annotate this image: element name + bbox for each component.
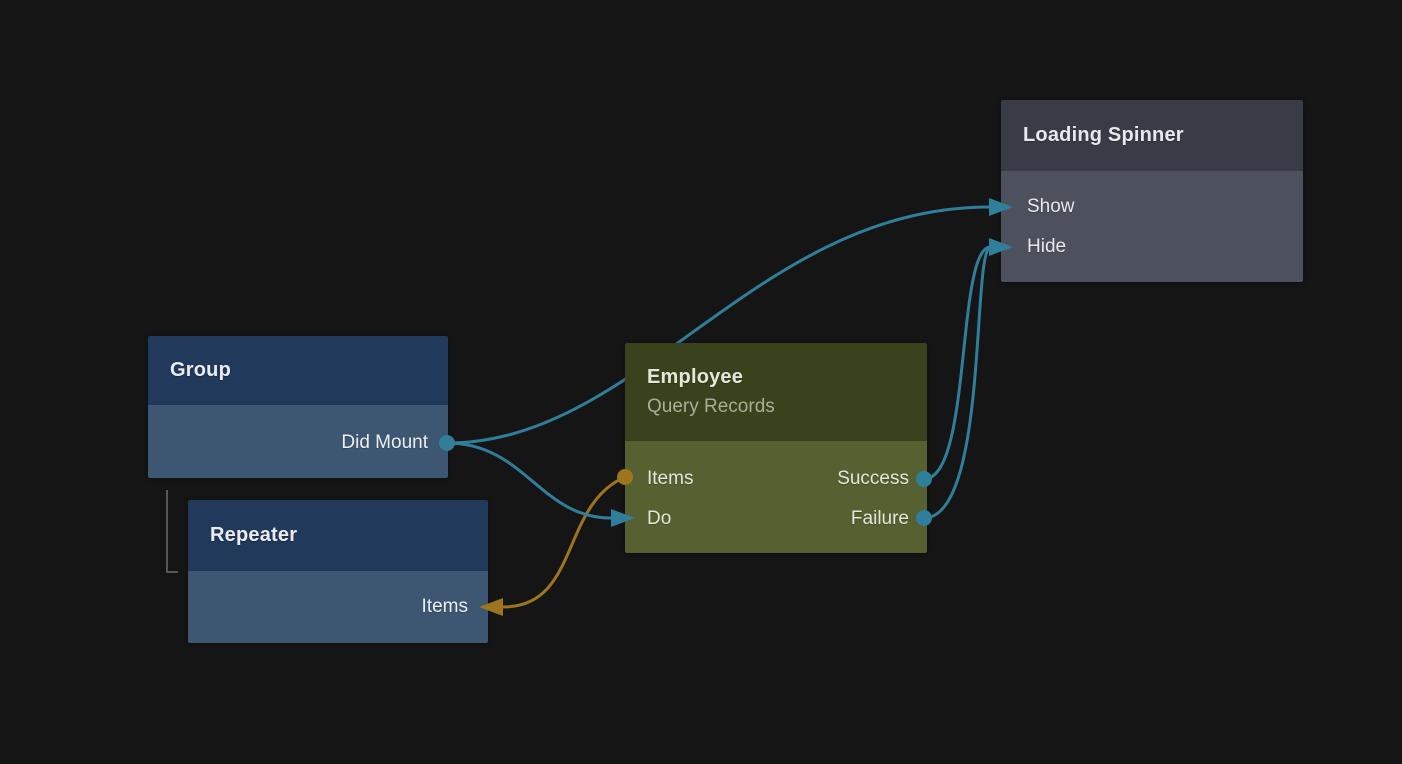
- port-row-repeater-items: Items: [188, 587, 488, 627]
- port-label-repeater-items: Items: [421, 596, 468, 617]
- node-loading-spinner-title: Loading Spinner: [1023, 124, 1184, 146]
- port-label-success: Success: [837, 468, 909, 489]
- group-repeater-hierarchy-line: [166, 490, 178, 573]
- port-row-do-failure: Do Failure: [625, 499, 927, 539]
- edge-success-to-hide[interactable]: [922, 245, 992, 481]
- edge-employee-items-to-repeater-items[interactable]: [501, 475, 627, 609]
- node-group[interactable]: Group Did Mount: [148, 336, 448, 478]
- port-row-items-success: Items Success: [625, 459, 927, 499]
- port-row-did-mount: Did Mount: [148, 423, 448, 463]
- port-label-failure: Failure: [850, 508, 909, 529]
- port-row-hide: Hide: [1001, 227, 1303, 267]
- port-label-do: Do: [647, 508, 672, 529]
- node-employee-subtitle: Query Records: [647, 396, 775, 417]
- edge-failure-to-hide[interactable]: [922, 246, 992, 520]
- node-employee-header[interactable]: Employee Query Records: [625, 343, 927, 441]
- port-label-hide: Hide: [1027, 236, 1067, 257]
- node-employee-body: Items Success Do Failure: [625, 441, 927, 553]
- port-row-show: Show: [1001, 187, 1303, 227]
- node-employee-query[interactable]: Employee Query Records Items Success Do …: [625, 343, 927, 553]
- port-label-did-mount: Did Mount: [341, 432, 428, 453]
- node-loading-spinner-header[interactable]: Loading Spinner: [1001, 100, 1303, 171]
- node-employee-title: Employee: [647, 366, 744, 388]
- node-group-title: Group: [170, 359, 231, 381]
- node-group-header[interactable]: Group: [148, 336, 448, 405]
- node-group-body: Did Mount: [148, 405, 448, 478]
- node-repeater-header[interactable]: Repeater: [188, 500, 488, 571]
- port-label-show: Show: [1027, 196, 1075, 217]
- node-repeater-title: Repeater: [210, 524, 298, 546]
- node-loading-spinner[interactable]: Loading Spinner Show Hide: [1001, 100, 1303, 282]
- node-repeater-body: Items: [188, 571, 488, 643]
- node-repeater[interactable]: Repeater Items: [188, 500, 488, 643]
- node-loading-spinner-body: Show Hide: [1001, 171, 1303, 282]
- port-label-employee-items: Items: [647, 468, 694, 489]
